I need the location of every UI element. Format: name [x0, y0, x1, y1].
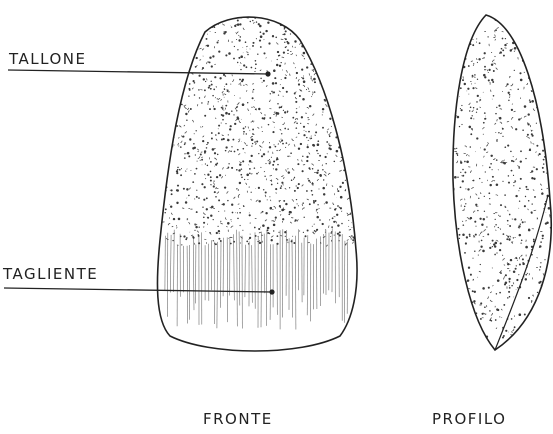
- front-view: [154, 8, 361, 351]
- label-fronte: FRONTE: [203, 412, 273, 427]
- profile-bevel-line: [495, 195, 548, 350]
- profile-view: [449, 10, 553, 350]
- label-tallone: TALLONE: [9, 52, 86, 67]
- front-edge-hatching: [165, 228, 348, 329]
- tallone-leader: [8, 70, 271, 77]
- label-profilo: PROFILO: [432, 412, 506, 427]
- profile-outline: [453, 15, 551, 350]
- label-tagliente: TAGLIENTE: [3, 267, 98, 282]
- front-stipple-texture: [154, 8, 361, 246]
